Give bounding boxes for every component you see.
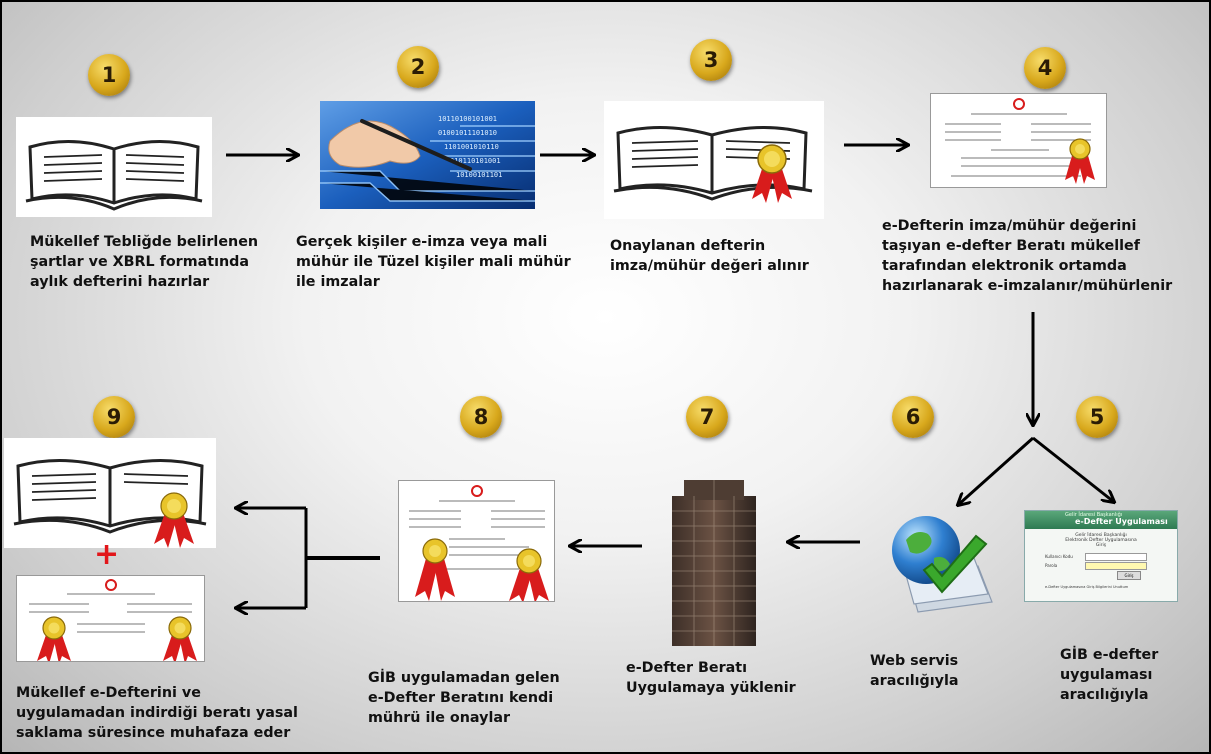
- app-user-label: Kullanıcı Kodu: [1045, 554, 1073, 559]
- step-7-caption: e-Defter Beratı Uygulamaya yüklenir: [626, 660, 796, 696]
- step-9-berat-document-image: [16, 575, 205, 662]
- svg-text:10110100101001: 10110100101001: [438, 115, 497, 123]
- step-2-badge: 2: [397, 46, 439, 88]
- arrow-split-to-5: [1032, 436, 1114, 502]
- app-login-button[interactable]: Giriş: [1117, 571, 1141, 580]
- svg-text:01001011101010: 01001011101010: [438, 129, 497, 137]
- step-6-badge: 6: [892, 396, 934, 438]
- step-5-gib-app-screenshot: Gelir İdaresi Başkanlığı e-Defter Uygula…: [1024, 510, 1178, 602]
- app-user-input[interactable]: [1085, 553, 1147, 561]
- step-5-caption: GİB e-defter uygulaması aracılığıyla: [1060, 647, 1159, 703]
- app-login-heading: Gelir İdaresi Başkanlığı Elektronik Deft…: [1065, 533, 1137, 548]
- step-4-badge: 4: [1024, 47, 1066, 89]
- svg-text:010110101001: 010110101001: [450, 157, 501, 165]
- step-8-badge: 8: [460, 396, 502, 438]
- app-header: Gelir İdaresi Başkanlığı e-Defter Uygula…: [1025, 511, 1177, 529]
- step-7-badge: 7: [686, 396, 728, 438]
- arrow-split-to-6: [958, 436, 1034, 505]
- step-3-caption: Onaylanan defterin imza/mühür değeri alı…: [610, 238, 809, 274]
- plus-sign: +: [94, 537, 120, 572]
- svg-text:10100101101: 10100101101: [456, 171, 502, 179]
- step-8-approved-berat-image: [398, 480, 555, 602]
- step-2-caption: Gerçek kişiler e-imza veya mali mühür il…: [296, 234, 571, 290]
- app-footer-link[interactable]: e-Defter Uygulamasına Giriş Bilgilerini …: [1045, 585, 1129, 589]
- step-6-web-service-icon: [884, 506, 996, 616]
- svg-text:1101001010110: 1101001010110: [444, 143, 499, 151]
- step-5-badge: 5: [1076, 396, 1118, 438]
- step-1-book-image: [16, 117, 212, 217]
- app-pass-label: Parola: [1045, 563, 1058, 568]
- step-1-badge: 1: [88, 54, 130, 96]
- step-9-badge: 9: [93, 396, 135, 438]
- step-8-caption: GİB uygulamadan gelen e-Defter Beratını …: [368, 670, 560, 726]
- app-title: e-Defter Uygulaması: [1075, 517, 1168, 526]
- step-7-gib-building-image: [664, 476, 764, 646]
- step-2-signing-image: 10110100101001 01001011101010 11010010101…: [320, 101, 535, 209]
- step-9-sealed-book-image: [4, 438, 216, 548]
- step-3-badge: 3: [690, 39, 732, 81]
- step-1-caption: Mükellef Tebliğde belirlenen şartlar ve …: [30, 234, 259, 290]
- step-4-berat-document-image: [930, 93, 1107, 188]
- step-6-caption: Web servis aracılığıyla: [870, 653, 959, 689]
- app-pass-input[interactable]: [1085, 562, 1147, 570]
- step-4-caption: e-Defterin imza/mühür değerini taşıyan e…: [882, 218, 1173, 294]
- step-9-caption: Mükellef e-Defterini ve uygulamadan indi…: [16, 685, 298, 741]
- app-brand: Gelir İdaresi Başkanlığı: [1065, 512, 1123, 518]
- step-3-sealed-book-image: [604, 101, 824, 219]
